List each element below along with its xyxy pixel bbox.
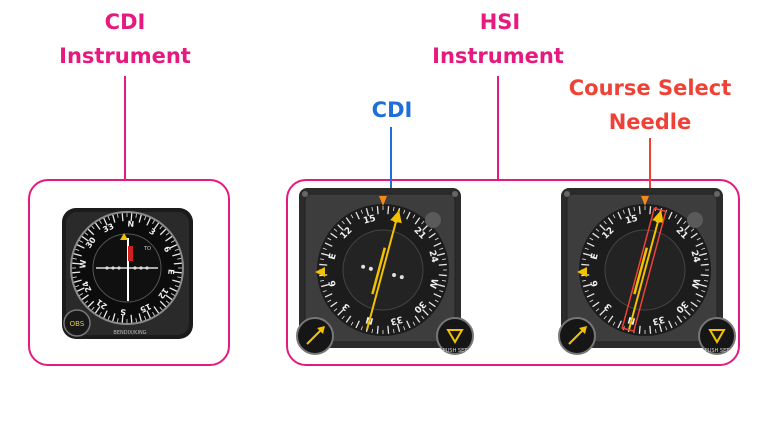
- cdi-needle-callout-line: [390, 127, 392, 222]
- cdi-instrument-box: [28, 179, 230, 366]
- compass-label: 6: [328, 279, 339, 288]
- compass-label: 6: [162, 245, 173, 254]
- compass-label: 33: [651, 313, 666, 326]
- compass-label: E: [328, 252, 339, 261]
- cdi-instrument-title-line2: Instrument: [59, 44, 191, 68]
- hsi-instrument-box: [286, 179, 740, 366]
- hsi-gauge-course-select: S2124W3033N36E1215 PUSH SET: [558, 188, 736, 355]
- obs-knob-label: OBS: [70, 320, 85, 328]
- hsi-callout-line: [497, 76, 499, 179]
- compass-label: E: [590, 252, 601, 261]
- course-select-label-line1: Course Select: [568, 76, 732, 100]
- cdi-instrument-title-line1: CDI: [104, 10, 146, 34]
- hsi1-knob-text: PUSH SET: [443, 348, 469, 354]
- course-select-label-line2: Needle: [608, 110, 692, 134]
- compass-label: 6: [590, 279, 601, 288]
- hsi-gauge-cdi: S2124W3033N36E1215 PUSH SET: [296, 188, 474, 355]
- compass-label: 24: [688, 249, 701, 264]
- compass-label: 33: [389, 313, 404, 326]
- hsi-instrument-title-line1: HSI: [479, 10, 521, 34]
- compass-label: W: [427, 277, 439, 289]
- lubber-line: [379, 196, 387, 206]
- cdi-compass-ticks: [72, 213, 182, 323]
- compass-label: S: [120, 307, 127, 316]
- compass-label: 3: [147, 227, 157, 238]
- compass-label: 3: [603, 301, 615, 313]
- compass-label: 24: [81, 279, 94, 293]
- hsi1-cdi-bar: [371, 247, 387, 295]
- compass-label: E: [166, 269, 175, 275]
- compass-label: 24: [426, 249, 439, 264]
- course-select-highlight: [621, 207, 667, 333]
- to-flag-text: TO: [143, 246, 151, 252]
- hsi-instrument-title-line2: Instrument: [432, 44, 564, 68]
- compass-label: W: [689, 277, 701, 289]
- compass-label: N: [127, 219, 134, 229]
- cdi-callout-line: [124, 76, 126, 179]
- compass-label: 15: [362, 214, 377, 227]
- compass-label: 15: [624, 214, 639, 227]
- compass-label: W: [78, 259, 88, 269]
- course-select-callout-line: [649, 138, 651, 222]
- nav-flag: [128, 246, 133, 261]
- to-from-arrow: [120, 233, 128, 240]
- compass-label: 33: [101, 222, 115, 235]
- compass-label: 3: [341, 301, 353, 313]
- brand-label: BENDIX/KING: [113, 330, 146, 336]
- hsi2-knob-text: PUSH SET: [705, 348, 731, 354]
- hsi2-compass-ticks: [581, 206, 709, 334]
- compass-label: 15: [138, 301, 152, 314]
- cdi-needle-label: CDI: [371, 98, 413, 122]
